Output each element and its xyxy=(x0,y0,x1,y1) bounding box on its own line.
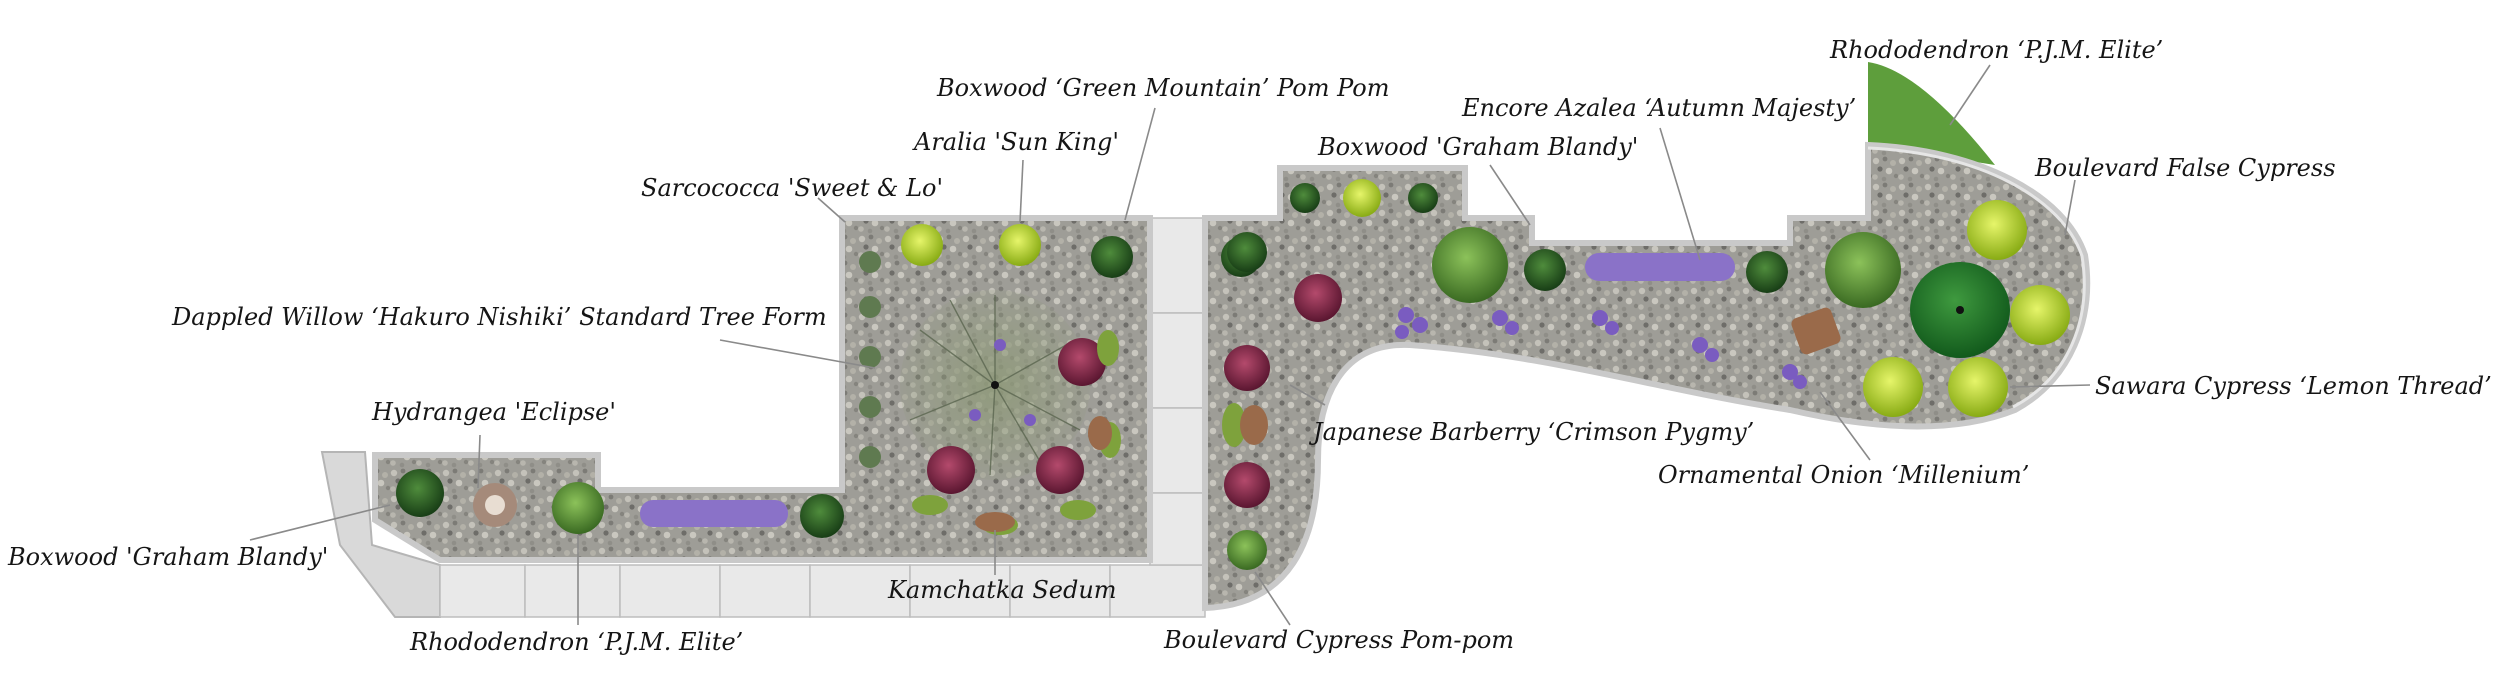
boulevard-false-cypress xyxy=(1910,262,2010,358)
encore-azalea-hedge xyxy=(640,253,1735,527)
leader-lines xyxy=(249,64,2091,626)
ornamental-onion xyxy=(969,307,1807,426)
boxwood-shrubs xyxy=(396,183,1788,538)
label-kamchatka-sedum: Kamchatka Sedum xyxy=(887,576,1117,604)
sawara-cypress xyxy=(1863,200,2070,417)
label-boulevard-pompom: Boulevard Cypress Pom-pom xyxy=(1163,626,1514,654)
label-japanese-barberry: Japanese Barberry ‘Crimson Pygmy’ xyxy=(1308,418,1754,446)
label-hydrangea-eclipse: Hydrangea 'Eclipse' xyxy=(371,398,616,426)
label-rhododendron-pjm-bottom: Rhododendron ‘P.J.M. Elite’ xyxy=(409,628,743,656)
label-boulevard-false-cypress: Boulevard False Cypress xyxy=(2034,154,2336,182)
label-ornamental-onion: Ornamental Onion ‘Millenium’ xyxy=(1658,461,2029,489)
label-boxwood-green-mountain: Boxwood ‘Green Mountain’ Pom Pom xyxy=(936,74,1390,102)
sarcococca-row xyxy=(859,251,881,468)
japanese-barberry xyxy=(927,274,1342,508)
rhododendron-pjm-elite xyxy=(552,227,1901,534)
label-sarcococca: Sarcococca 'Sweet & Lo' xyxy=(641,174,943,202)
lawn-area xyxy=(1868,62,1995,165)
aralia-sun-king xyxy=(901,179,1381,266)
paver-walkway xyxy=(320,217,1206,618)
label-sawara-cypress: Sawara Cypress ‘Lemon Thread’ xyxy=(2095,372,2492,400)
label-dappled-willow: Dappled Willow ‘Hakuro Nishiki’ Standard… xyxy=(171,303,827,331)
sedum-mulch-patches xyxy=(975,307,1841,532)
label-boxwood-graham-blandy-mid: Boxwood 'Graham Blandy' xyxy=(1317,133,1638,161)
label-encore-azalea: Encore Azalea ‘Autumn Majesty’ xyxy=(1461,94,1856,122)
label-rhododendron-pjm-top: Rhododendron ‘P.J.M. Elite’ xyxy=(1829,36,2163,64)
hydrangea-eclipse xyxy=(473,483,517,527)
boulevard-cypress-pompom xyxy=(1227,232,1267,570)
label-aralia-sun-king: Aralia 'Sun King' xyxy=(912,128,1119,156)
dappled-willow-tree xyxy=(900,290,1090,480)
label-boxwood-graham-blandy-left: Boxwood 'Graham Blandy' xyxy=(7,543,328,571)
